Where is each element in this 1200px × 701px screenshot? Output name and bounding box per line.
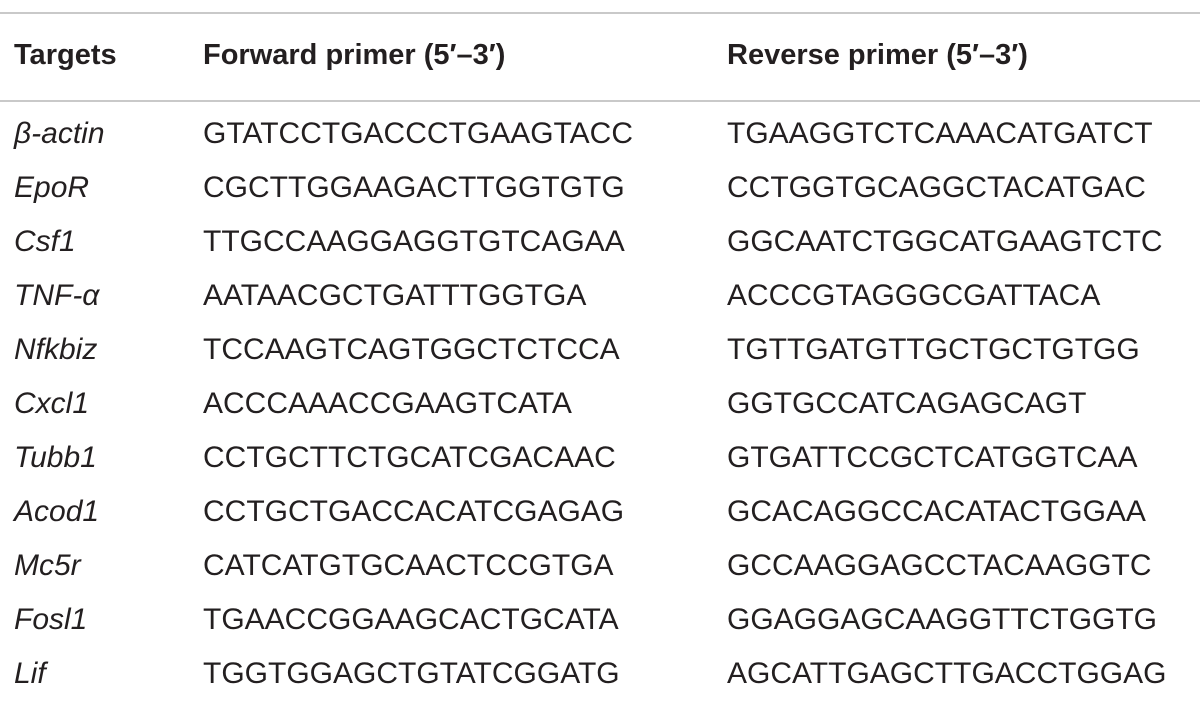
forward-primer-cell: AATAACGCTGATTTGGTGA — [203, 279, 587, 312]
forward-primer-cell: CCTGCTTCTGCATCGACAAC — [203, 441, 616, 474]
target-cell: Cxcl1 — [14, 387, 90, 420]
table-row: Mc5r CATCATGTGCAACTCCGTGA GCCAAGGAGCCTACAA… — [0, 539, 1200, 593]
target-cell: Csf1 — [14, 225, 76, 258]
reverse-primer-cell: AGCATTGAGCTTGACCTGGAG — [727, 657, 1167, 690]
header-reverse-primer: Reverse primer (5′–3′) — [727, 39, 1028, 71]
table-row: Cxcl1 ACCCAAACCGAAGTCATA GGTGCCATCAGAGCAGT — [0, 377, 1200, 431]
table-row: Nfkbiz TCCAAGTCAGTGGCTCTCCA TGTTGATGTTGCTG… — [0, 323, 1200, 377]
reverse-primer-cell: CCTGGTGCAGGCTACATGAC — [727, 171, 1146, 204]
table-row: EpoR CGCTTGGAAGACTTGGTGTG CCTGGTGCAGGCTACA… — [0, 161, 1200, 215]
forward-primer-cell: ACCCAAACCGAAGTCATA — [203, 387, 572, 420]
table-row: Csf1 TTGCCAAGGAGGTGTCAGAA GGCAATCTGGCATGAA… — [0, 215, 1200, 269]
target-cell: Mc5r — [14, 549, 81, 582]
reverse-primer-cell: GGAGGAGCAAGGTTCTGGTG — [727, 603, 1158, 636]
target-cell: Fosl1 — [14, 603, 88, 636]
reverse-primer-cell: GTGATTCCGCTCATGGTCAA — [727, 441, 1138, 474]
forward-primer-cell: TTGCCAAGGAGGTGTCAGAA — [203, 225, 625, 258]
table-header: Targets Forward primer (5′–3′) Reverse p… — [0, 30, 1200, 80]
reverse-primer-cell: TGTTGATGTTGCTGCTGTGG — [727, 333, 1140, 366]
table-row: Lif TGGTGGAGCTGTATCGGATG AGCATTGAGCTTGACCT… — [0, 647, 1200, 701]
table-row: Acod1 CCTGCTGACCACATCGAGAG GCACAGGCCACATAC… — [0, 485, 1200, 539]
forward-primer-cell: TGGTGGAGCTGTATCGGATG — [203, 657, 620, 690]
table-row: Tubb1 CCTGCTTCTGCATCGACAAC GTGATTCCGCTCATG… — [0, 431, 1200, 485]
target-cell: Lif — [14, 657, 46, 690]
header-targets: Targets — [14, 39, 117, 71]
table-row: TNF-α AATAACGCTGATTTGGTGA ACCCGTAGGGCGATTA… — [0, 269, 1200, 323]
target-cell: Tubb1 — [14, 441, 97, 474]
reverse-primer-cell: ACCCGTAGGGCGATTACA — [727, 279, 1101, 312]
reverse-primer-cell: TGAAGGTCTCAAACATGATCT — [727, 117, 1153, 150]
forward-primer-cell: GTATCCTGACCCTGAAGTACC — [203, 117, 633, 150]
header-forward-primer: Forward primer (5′–3′) — [203, 39, 506, 71]
forward-primer-cell: CGCTTGGAAGACTTGGTGTG — [203, 171, 625, 204]
table-body: β-actin GTATCCTGACCCTGAAGTACC TGAAGGTCTCAA… — [0, 107, 1200, 701]
top-rule — [0, 12, 1200, 14]
forward-primer-cell: TCCAAGTCAGTGGCTCTCCA — [203, 333, 620, 366]
header-rule — [0, 100, 1200, 102]
reverse-primer-cell: GCACAGGCCACATACTGGAA — [727, 495, 1146, 528]
forward-primer-cell: CCTGCTGACCACATCGAGAG — [203, 495, 625, 528]
reverse-primer-cell: GGTGCCATCAGAGCAGT — [727, 387, 1087, 420]
forward-primer-cell: CATCATGTGCAACTCCGTGA — [203, 549, 614, 582]
reverse-primer-cell: GCCAAGGAGCCTACAAGGTC — [727, 549, 1152, 582]
target-cell: EpoR — [14, 171, 90, 204]
forward-primer-cell: TGAACCGGAAGCACTGCATA — [203, 603, 619, 636]
target-cell: Acod1 — [14, 495, 100, 528]
target-cell: β-actin — [14, 117, 105, 150]
table-row: β-actin GTATCCTGACCCTGAAGTACC TGAAGGTCTCAA… — [0, 107, 1200, 161]
reverse-primer-cell: GGCAATCTGGCATGAAGTCTC — [727, 225, 1163, 258]
table-row: Fosl1 TGAACCGGAAGCACTGCATA GGAGGAGCAAGGTTC… — [0, 593, 1200, 647]
target-cell: TNF-α — [14, 279, 100, 312]
target-cell: Nfkbiz — [14, 333, 98, 366]
